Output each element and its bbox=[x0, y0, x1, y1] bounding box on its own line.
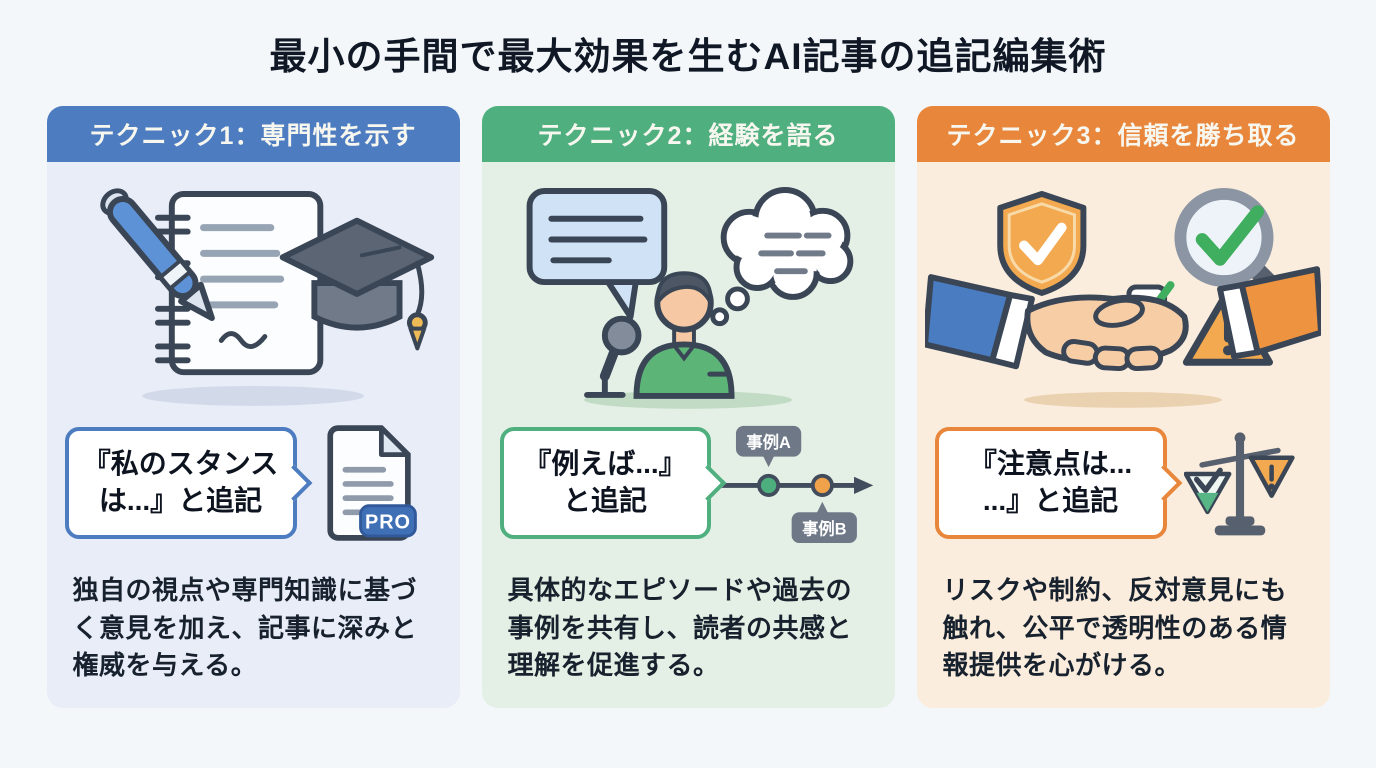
phrase-row-3: 『注意点は... ...』と追記 bbox=[917, 412, 1330, 554]
phrase-row-1: 『私のスタンス は...』と追記 bbox=[47, 412, 460, 554]
technique-2-body: 『例えば...』 と追記 事例A bbox=[481, 162, 895, 708]
scale-pan-warning bbox=[1248, 455, 1295, 498]
technique-2-description: 具体的なエピソードや過去の事例を共有し、読者の共感と理解を促進する。 bbox=[507, 575, 853, 681]
phrase-line: と追記 bbox=[562, 484, 647, 516]
shield-check-icon bbox=[997, 191, 1087, 296]
phrase-bubble-1: 『私のスタンス は...』と追記 bbox=[64, 427, 297, 539]
trust-illustration bbox=[917, 162, 1330, 412]
timeline-dot-a bbox=[756, 473, 780, 497]
technique-card-1: テクニック1：専門性を示す bbox=[46, 106, 460, 708]
person-icon bbox=[633, 271, 735, 399]
phrase-line: 『例えば...』 bbox=[523, 448, 687, 480]
microphone-icon bbox=[584, 315, 642, 398]
handshake-icon bbox=[925, 266, 1321, 372]
technique-1-body: 『私のスタンス は...』と追記 bbox=[46, 162, 460, 708]
phrase-line: 『注意点は... bbox=[968, 448, 1133, 480]
phrase-bubble-3: 『注意点は... ...』と追記 bbox=[934, 427, 1167, 539]
phrase-line: は...』と追記 bbox=[98, 484, 263, 516]
pro-badge-label: PRO bbox=[365, 511, 411, 533]
timeline-dot-b bbox=[810, 473, 834, 497]
pro-document-icon: PRO bbox=[297, 424, 444, 542]
technique-card-3: テクニック3：信頼を勝ち取る bbox=[916, 106, 1330, 708]
speech-bubble-icon bbox=[526, 188, 668, 320]
balance-scale-icon bbox=[1167, 423, 1314, 543]
cards-row: テクニック1：専門性を示す bbox=[0, 106, 1376, 708]
svg-text:事例A: 事例A bbox=[746, 432, 791, 451]
technique-2-header: テクニック2：経験を語る bbox=[481, 106, 895, 162]
timeline-label-a: 事例A bbox=[735, 425, 801, 467]
graduation-cap-icon bbox=[279, 217, 435, 351]
technique-3-description: リスクや制約、反対意見にも触れ、公平で透明性のある情報提供を心がける。 bbox=[942, 575, 1288, 681]
thought-cloud-icon bbox=[710, 187, 854, 327]
svg-text:事例B: 事例B bbox=[802, 519, 847, 538]
technique-3-body: 『注意点は... ...』と追記 bbox=[916, 162, 1330, 708]
page-title: 最小の手間で最大効果を生むAI記事の追記編集術 bbox=[269, 36, 1107, 77]
scale-pan-check bbox=[1184, 467, 1232, 515]
speech-person-thought-icon bbox=[526, 187, 854, 409]
pen-notebook-graduation-cap-icon bbox=[100, 188, 435, 406]
technique-3-header: テクニック3：信頼を勝ち取る bbox=[916, 106, 1330, 162]
experience-illustration bbox=[482, 162, 895, 412]
phrase-bubble-2: 『例えば...』 と追記 bbox=[499, 427, 711, 539]
handshake-shield-magnifier-icon bbox=[925, 188, 1321, 408]
timeline-icon: 事例A 事例B bbox=[710, 420, 879, 547]
technique-1-description: 独自の視点や専門知識に基づく意見を加え、記事に深みと権威を与える。 bbox=[72, 575, 418, 681]
phrase-line: ...』と追記 bbox=[982, 484, 1119, 516]
phrase-row-2: 『例えば...』 と追記 事例A bbox=[482, 412, 895, 554]
timeline-label-b: 事例B bbox=[791, 501, 857, 543]
technique-card-2: テクニック2：経験を語る bbox=[481, 106, 895, 708]
expertise-illustration bbox=[47, 162, 460, 412]
pen-icon bbox=[100, 188, 215, 322]
technique-1-header: テクニック1：専門性を示す bbox=[46, 106, 460, 162]
phrase-line: 『私のスタンス bbox=[82, 448, 279, 480]
